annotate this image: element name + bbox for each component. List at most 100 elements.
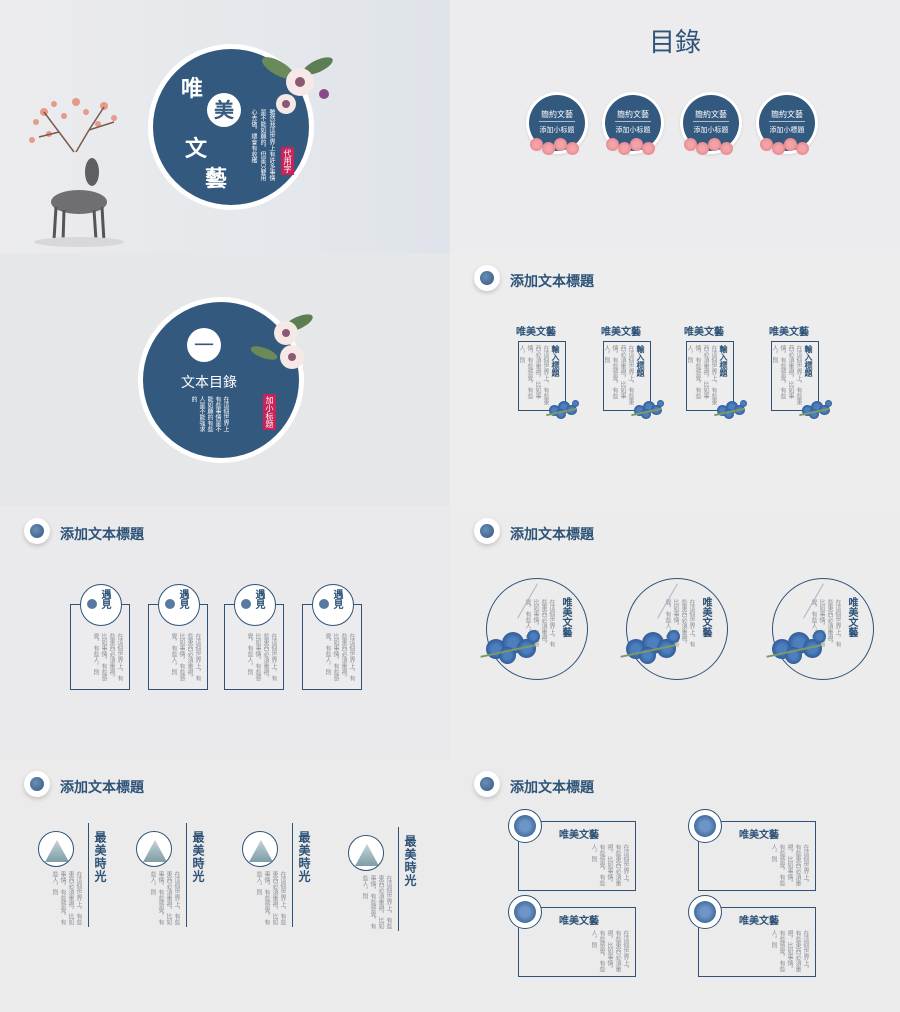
section-title: 文本目錄 xyxy=(181,375,237,391)
text-box[interactable]: 唯美文藝在這個世界上，有些東西必須重視，比如事情，有些感覺，有些人，則 xyxy=(698,821,816,891)
card-title: 唯美文藝 xyxy=(769,327,809,338)
pink-flower-icon xyxy=(606,136,660,155)
text-box[interactable]: 唯美文藝在這個世界上，有些東西必須重視，比如事情，有些感覺，有些人，則 xyxy=(698,907,816,977)
slide-section[interactable]: 一 文本目錄 在這個世界上有些事情是不能如願的有些人是不能強求的 加小标题 xyxy=(0,253,450,506)
title-char-1: 唯 xyxy=(181,77,204,102)
card-label: 輸入標題 xyxy=(551,345,560,377)
circle-frame[interactable]: 唯美文藝在這個世界上，有些東西必須重視，比如事情，有些感覺，有些人，則 xyxy=(486,578,588,680)
circle-frame[interactable]: 唯美文藝在這個世界上，有些東西必須重視，比如事情，有些感覺，有些人，則 xyxy=(772,578,874,680)
sprig-icon xyxy=(87,599,97,609)
cover-tag: 代用字 xyxy=(281,147,294,175)
badge-text: 遇見 xyxy=(177,589,188,609)
toc-item-title: 簡約文藝 xyxy=(541,110,573,119)
badge-text: 遇見 xyxy=(253,589,264,609)
toc-item-subtitle: 添加小標題 xyxy=(769,126,805,134)
section-body: 在這個世界上有些事情是不能如願的有些人是不能強求的 xyxy=(190,396,229,432)
slide-badge-cards[interactable]: 添加文本標題 在這個世界上，有些東西必須重視，比如事情，有些感覺，有些人，則 遇見… xyxy=(0,506,450,759)
circle-title: 唯美文藝 xyxy=(846,597,857,637)
slide-header: 添加文本標題 xyxy=(60,527,144,543)
sprig-icon xyxy=(165,599,175,609)
card-frame[interactable]: 輸入標題在這個世界上，有些東西必須重視，比如事情，有些感覺，有些人，則 xyxy=(686,341,734,411)
slide-timeline-items[interactable]: 添加文本標題 在這個世界上，有些東西必須重視，比如事情，有些感覺，有些人，則最美… xyxy=(0,759,450,1012)
blue-flower-icon xyxy=(546,399,580,419)
toc-item-title: 簡約文藝 xyxy=(695,110,727,119)
box-body: 在這個世界上，有些東西必須重視，比如事情，有些感覺，有些人，則 xyxy=(770,930,809,972)
item-divider xyxy=(292,823,293,927)
card-label: 輸入標題 xyxy=(719,345,728,377)
box-title: 唯美文藝 xyxy=(559,830,599,841)
slide-toc[interactable]: 目錄 簡約文藝添加小标题簡約文藝添加小标题簡約文藝添加小标题簡約文藝添加小標題 xyxy=(450,0,900,253)
flower-bouquet-icon xyxy=(250,314,313,369)
card-frame[interactable]: 輸入標題在這個世界上，有些東西必須重視，比如事情，有些感覺，有些人，則 xyxy=(518,341,566,411)
blue-flower-icon xyxy=(766,628,828,665)
cover-body: 雖然我這世界上有許多事情是不能如願的，但是只要用心去做，總會有收穫 xyxy=(250,109,275,181)
toc-item-title: 簡約文藝 xyxy=(617,110,649,119)
circle-body: 在這個世界上，有些東西必須重視，比如事情，有些感覺，有些人，則 xyxy=(664,599,695,647)
item-body: 在這個世界上，有些東西必須重視，比如事情，有些感覺，有些人，則 xyxy=(149,871,180,925)
circle-title: 唯美文藝 xyxy=(560,597,571,637)
flower-photo-circle xyxy=(688,809,722,843)
card-label: 輸入標題 xyxy=(636,345,645,377)
title-char-2: 美 xyxy=(207,93,241,127)
card-label: 輸入標題 xyxy=(804,345,813,377)
circle-body: 在這個世界上，有些東西必須重視，比如事情，有些感覺，有些人，則 xyxy=(524,599,555,647)
card-title: 唯美文藝 xyxy=(684,327,724,338)
box-title: 唯美文藝 xyxy=(559,916,599,927)
card-body: 在這個世界上，有些東西必須重視，比如事情，有些感覺，有些人，則 xyxy=(686,345,717,405)
circle-frame[interactable]: 唯美文藝在這個世界上，有些東西必須重視，比如事情，有些感覺，有些人，則 xyxy=(626,578,728,680)
card-body: 在這個世界上，有些東西必須重視，比如事情，有些感覺，有些人，則 xyxy=(518,345,549,405)
card-frame[interactable]: 輸入標題在這個世界上，有些東西必須重視，比如事情，有些感覺，有些人，則 xyxy=(603,341,651,411)
box-title: 唯美文藝 xyxy=(739,916,779,927)
card-body: 在這個世界上，有些東西必須重視，比如事情，有些感覺，有些人，則 xyxy=(324,633,355,681)
slide-boxes[interactable]: 添加文本標題 唯美文藝在這個世界上，有些東西必須重視，比如事情，有些感覺，有些人… xyxy=(450,759,900,1012)
slide-header: 添加文本標題 xyxy=(510,780,594,796)
card-title: 唯美文藝 xyxy=(601,327,641,338)
circle-body: 在這個世界上，有些東西必須重視，比如事情，有些感覺，有些人，則 xyxy=(810,599,841,647)
slide-circle-frames[interactable]: 添加文本標題 唯美文藝在這個世界上，有些東西必須重視，比如事情，有些感覺，有些人… xyxy=(450,506,900,759)
blue-flower-icon xyxy=(631,399,665,419)
card-frame[interactable]: 輸入標題在這個世界上，有些東西必須重視，比如事情，有些感覺，有些人，則 xyxy=(771,341,819,411)
badge-circle: 遇見 xyxy=(80,584,122,626)
item-divider xyxy=(186,823,187,927)
badge-card[interactable]: 在這個世界上，有些東西必須重視，比如事情，有些感覺，有些人，則 xyxy=(224,604,284,690)
flower-bouquet-icon xyxy=(262,57,333,114)
pink-flower-icon xyxy=(684,136,738,155)
toc-item-subtitle: 添加小标题 xyxy=(615,126,651,134)
badge-circle: 遇見 xyxy=(234,584,276,626)
header-flower-icon xyxy=(474,265,500,291)
flower-photo-circle xyxy=(508,809,542,843)
badge-circle: 遇見 xyxy=(158,584,200,626)
card-title: 唯美文藝 xyxy=(516,327,556,338)
item-title: 最美時光 xyxy=(403,835,417,887)
card-body: 在這個世界上，有些東西必須重視，比如事情，有些感覺，有些人，則 xyxy=(771,345,802,405)
photo-circle xyxy=(38,831,74,867)
card-body: 在這個世界上，有些東西必須重視，比如事情，有些感覺，有些人，則 xyxy=(92,633,123,681)
section-numeral: 一 xyxy=(187,328,221,362)
section-circle: 一 文本目錄 在這個世界上有些事情是不能如願的有些人是不能強求的 加小标题 xyxy=(138,297,304,463)
header-flower-icon xyxy=(474,771,500,797)
sprig-icon xyxy=(319,599,329,609)
flower-photo-circle xyxy=(688,895,722,929)
toc-item-title: 簡約文藝 xyxy=(771,110,803,119)
item-divider xyxy=(398,827,399,931)
title-char-4: 藝 xyxy=(205,167,228,192)
header-flower-icon xyxy=(24,771,50,797)
text-box[interactable]: 唯美文藝在這個世界上，有些東西必須重視，比如事情，有些感覺，有些人，則 xyxy=(518,821,636,891)
card-body: 在這個世界上，有些東西必須重視，比如事情，有些感覺，有些人，則 xyxy=(603,345,634,405)
slide-header: 添加文本標題 xyxy=(510,527,594,543)
card-body: 在這個世界上，有些東西必須重視，比如事情，有些感覺，有些人，則 xyxy=(246,633,277,681)
toc-item-subtitle: 添加小标题 xyxy=(539,126,575,134)
item-body: 在這個世界上，有些東西必須重視，比如事情，有些感覺，有些人，則 xyxy=(51,871,82,925)
text-box[interactable]: 唯美文藝在這個世界上，有些東西必須重視，比如事情，有些感覺，有些人，則 xyxy=(518,907,636,977)
slide-header: 添加文本標題 xyxy=(60,780,144,796)
slide-cards-vertical[interactable]: 添加文本標題 唯美文藝輸入標題在這個世界上，有些東西必須重視，比如事情，有些感覺… xyxy=(450,253,900,506)
badge-text: 遇見 xyxy=(331,589,342,609)
photo-circle xyxy=(136,831,172,867)
badge-circle: 遇見 xyxy=(312,584,354,626)
header-flower-icon xyxy=(474,518,500,544)
flower-photo-circle xyxy=(508,895,542,929)
item-body: 在這個世界上，有些東西必須重視，比如事情，有些感覺，有些人，則 xyxy=(361,875,392,929)
slide-cover[interactable]: 唯 美 文 藝 雖然我這世界上有許多事情是不能如願的，但是只要用心去做，總會有收… xyxy=(0,0,450,253)
sprig-icon xyxy=(241,599,251,609)
blue-flower-icon xyxy=(714,399,748,419)
